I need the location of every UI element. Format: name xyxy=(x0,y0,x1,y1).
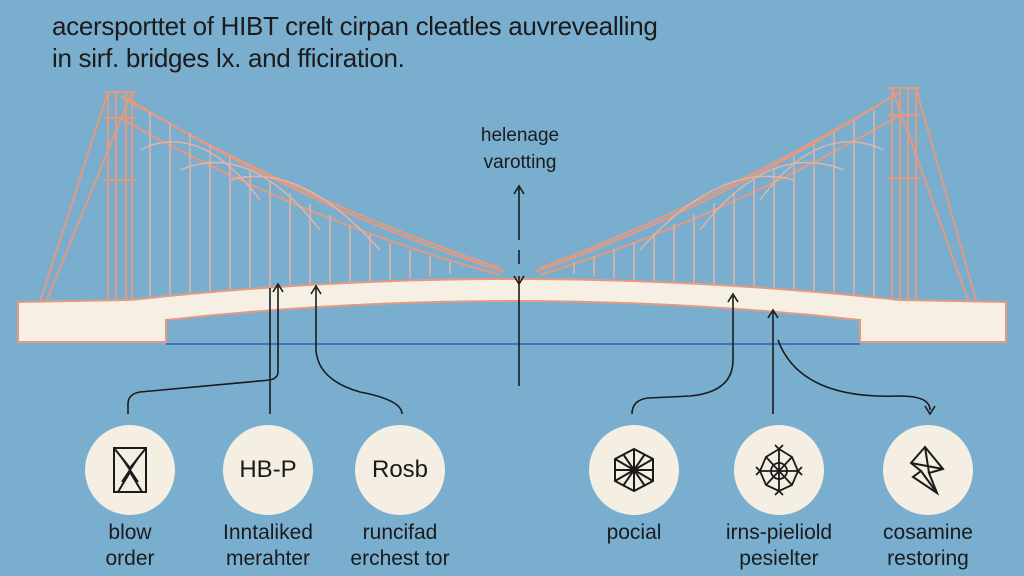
node-restoring xyxy=(883,425,973,515)
center-arrow xyxy=(513,184,525,386)
bridge-deck xyxy=(17,278,1007,343)
caption-line-1: runcifad xyxy=(362,521,438,544)
caption-line-2: merahter xyxy=(225,547,311,570)
node-text-rosb: Rosb xyxy=(371,456,429,483)
origami-shape-icon xyxy=(909,445,945,496)
center-label-line-1: helenage xyxy=(480,125,560,146)
caption-line-2: pesielter xyxy=(739,547,819,570)
caption-line-1: irns-pieliold xyxy=(725,521,833,544)
caption-restoring: cosamine restoring xyxy=(843,520,1013,572)
shirt-diagram-icon xyxy=(113,447,147,493)
left-tower xyxy=(39,91,136,303)
cube-lattice-icon xyxy=(614,447,654,493)
node-hb-p: HB-P xyxy=(223,425,313,515)
right-tower xyxy=(888,87,977,302)
caption-line-1: pocial xyxy=(606,521,662,544)
title-line-1: acersporttet of HIBT crelt cirpan cleatl… xyxy=(52,11,658,41)
title-line-2: in sirf. bridges lx. and fficiration. xyxy=(52,43,405,73)
connectors xyxy=(127,282,936,416)
caption-line-2: restoring xyxy=(887,547,969,570)
diagram-title: acersporttet of HIBT crelt cirpan cleatl… xyxy=(52,10,1012,74)
left-hangers xyxy=(139,112,451,302)
caption-line-2: erchest tor xyxy=(350,547,450,570)
node-pesielter xyxy=(734,425,824,515)
caption-line-2: order xyxy=(105,547,155,570)
caption-pocial: pocial xyxy=(549,520,719,546)
node-pocial xyxy=(589,425,679,515)
left-main-cables xyxy=(119,95,506,276)
node-blow-order xyxy=(85,425,175,515)
crystal-cluster-icon xyxy=(755,444,803,496)
caption-line-1: blow xyxy=(108,521,152,544)
center-label: helenage varotting xyxy=(440,122,600,176)
node-rosb: Rosb xyxy=(355,425,445,515)
node-text-hb-p: HB-P xyxy=(239,456,297,483)
right-main-cables xyxy=(534,91,901,276)
caption-blow-order: blow order xyxy=(45,520,215,572)
center-label-line-2: varotting xyxy=(483,152,557,173)
right-hangers xyxy=(573,110,885,302)
caption-erchest-tor: runcifad erchest tor xyxy=(315,520,485,572)
caption-merahter: Inntaliked merahter xyxy=(183,520,353,572)
caption-pesielter: irns-pieliold pesielter xyxy=(694,520,864,572)
caption-line-1: Inntaliked xyxy=(223,521,313,544)
caption-line-1: cosamine xyxy=(883,521,973,544)
